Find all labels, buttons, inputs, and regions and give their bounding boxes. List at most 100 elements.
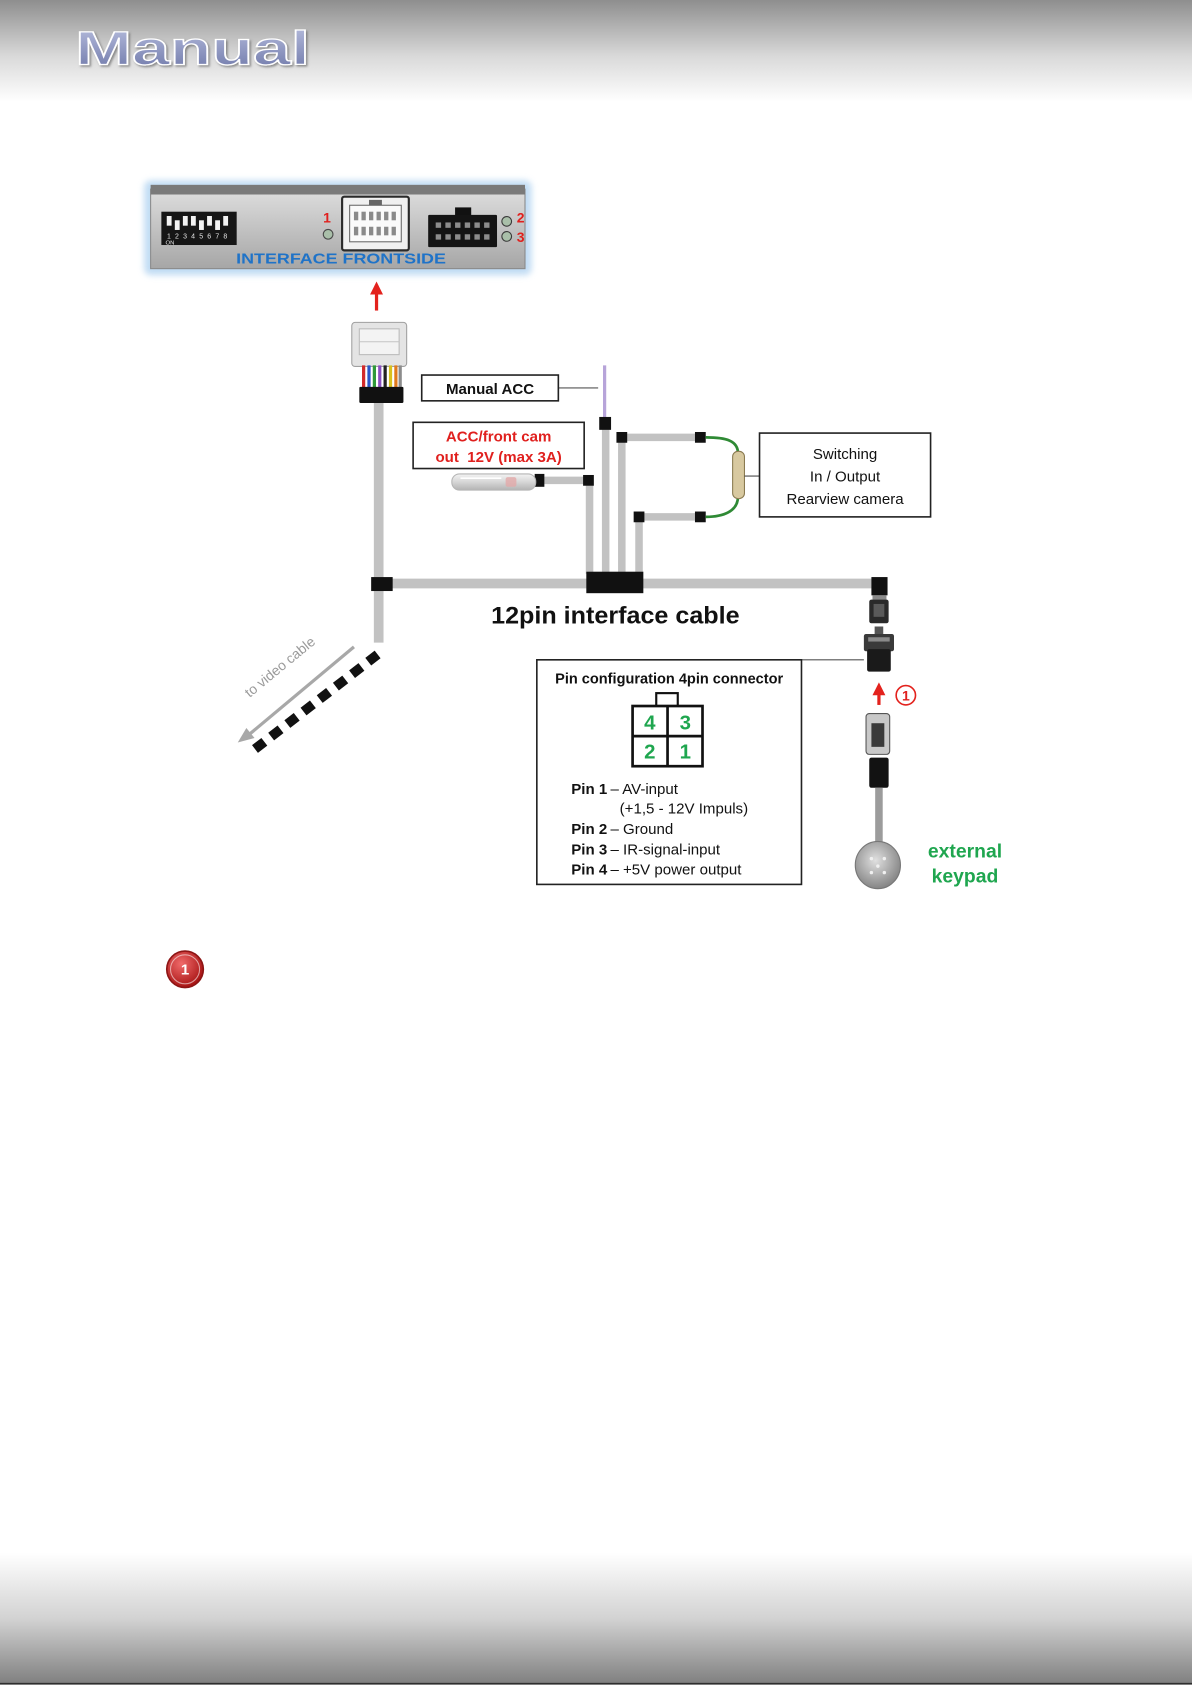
arrow-up-icon: [370, 281, 383, 311]
connector-neck: [872, 595, 887, 601]
pin-3-line: Pin 3– IR-signal-input: [571, 841, 721, 858]
arrow-head: [370, 281, 383, 295]
4pin-diagram: 4 3 2 1: [631, 692, 704, 768]
port-label-1: 1: [323, 209, 331, 225]
cable-clip: [616, 431, 628, 443]
port-pin: [484, 222, 490, 228]
pin-1-line: Pin 1– AV-input: [571, 781, 679, 798]
port-pin: [361, 211, 366, 221]
cable-clip: [371, 577, 393, 592]
pin-4-desc: – +5V power output: [610, 862, 742, 879]
dip-number: 2: [175, 234, 179, 241]
dip-number: 3: [183, 234, 187, 241]
port-pin: [435, 234, 442, 240]
right-port-housing: [428, 214, 498, 248]
port-pin: [455, 222, 461, 228]
cable-title: 12pin interface cable: [491, 603, 740, 629]
keypad-button: [882, 856, 887, 861]
switching-line3: Rearview camera: [786, 491, 904, 508]
port-pin: [384, 226, 389, 236]
arrow-up-icon: [872, 682, 886, 705]
arrow-down-left-icon: [237, 645, 355, 743]
keypad-plug-sleeve: [869, 757, 889, 788]
port-pin: [435, 222, 442, 228]
pin-configuration-title: Pin configuration 4pin connector: [555, 670, 783, 687]
4pin-tab: [655, 692, 679, 708]
cable-harness: [371, 365, 879, 643]
dip-number: 6: [207, 234, 211, 241]
switching-output: Switching In / Output Rearview camera: [705, 432, 932, 519]
cable-clip: [583, 474, 594, 486]
cable-clip: [694, 511, 706, 523]
note-marker-circle: [165, 950, 205, 989]
switching-box: [758, 432, 932, 518]
arrow-shaft: [247, 645, 355, 737]
note-marker-number: 1: [181, 962, 189, 979]
terminal-tip: [505, 477, 517, 487]
right-port-latch: [455, 207, 472, 216]
cable-clip: [694, 431, 706, 443]
port-pin: [445, 222, 451, 228]
plug-clip: [359, 386, 404, 403]
center-port-inner: [349, 204, 402, 243]
green-wire-top: [705, 436, 740, 454]
video-cable-dashed: [252, 650, 381, 753]
port-pin: [455, 234, 461, 240]
pin-3-desc: – IR-signal-input: [610, 841, 720, 858]
dip-on-label: ON: [166, 240, 175, 246]
dip-switch-lever: [207, 215, 212, 226]
dip-number: 1: [167, 234, 171, 241]
center-port-notch: [369, 199, 382, 206]
keypad-button: [876, 864, 880, 868]
port-pin: [445, 234, 451, 240]
connector-window: [873, 603, 885, 617]
keypad-button: [882, 870, 887, 875]
keypad-label-line1: external: [928, 841, 1002, 863]
port-pin: [391, 226, 396, 236]
main-connector-block: [586, 571, 644, 594]
port-pin: [464, 234, 471, 240]
pin-2-name: Pin 2: [571, 821, 607, 838]
acc-front-cam-line2: out 12V (max 3A): [435, 449, 561, 466]
dip-number: 4: [191, 234, 195, 241]
pin-1-desc: – AV-input: [610, 781, 678, 798]
4pin-connector-top: [863, 634, 894, 652]
port-pin: [474, 234, 480, 240]
dip-switch-lever: [215, 220, 221, 230]
pin-2-line: Pin 2– Ground: [571, 821, 673, 838]
note-marker-ring: [169, 954, 201, 985]
page-title: Manual: [75, 23, 310, 76]
step-marker: 1: [895, 684, 917, 706]
led-3: [501, 231, 513, 242]
port-pin: [353, 211, 359, 221]
pin-1-name: Pin 1: [571, 781, 607, 798]
port-pin: [369, 211, 374, 221]
right-port-connector: [428, 207, 498, 248]
manual-acc-box: [420, 374, 560, 402]
port-label-3: 3: [517, 229, 525, 245]
port-pin: [484, 234, 490, 240]
cable-clip: [871, 577, 888, 596]
note-marker-badge: 1: [165, 950, 205, 989]
dip-switch-lever: [199, 220, 204, 230]
pin-configuration-panel: Pin configuration 4pin connector 4 3 2 1…: [536, 659, 803, 886]
12pin-plug: [351, 321, 408, 403]
manual-acc-callout: Manual ACC: [420, 374, 599, 402]
acc-front-cam-callout: ACC/front cam out 12V (max 3A): [412, 421, 585, 470]
page-footer: [0, 1552, 1192, 1685]
page-header: Manual: [0, 0, 1192, 103]
in-line-holder: [732, 450, 745, 500]
pin-number-top-right: 3: [680, 713, 691, 735]
port-pin: [391, 211, 396, 221]
video-cable-continuation: to video cable: [237, 633, 381, 753]
step-marker-number: 1: [902, 688, 910, 704]
arrow-head: [872, 682, 886, 696]
dip-switch-lever: [174, 220, 180, 230]
port-label-2: 2: [517, 209, 525, 225]
switching-line2: In / Output: [810, 468, 881, 485]
footer-background: [0, 1552, 1192, 1685]
port-pin: [376, 226, 381, 236]
4pin-connector-highlight: [868, 637, 890, 642]
dip-number: 7: [215, 234, 219, 241]
